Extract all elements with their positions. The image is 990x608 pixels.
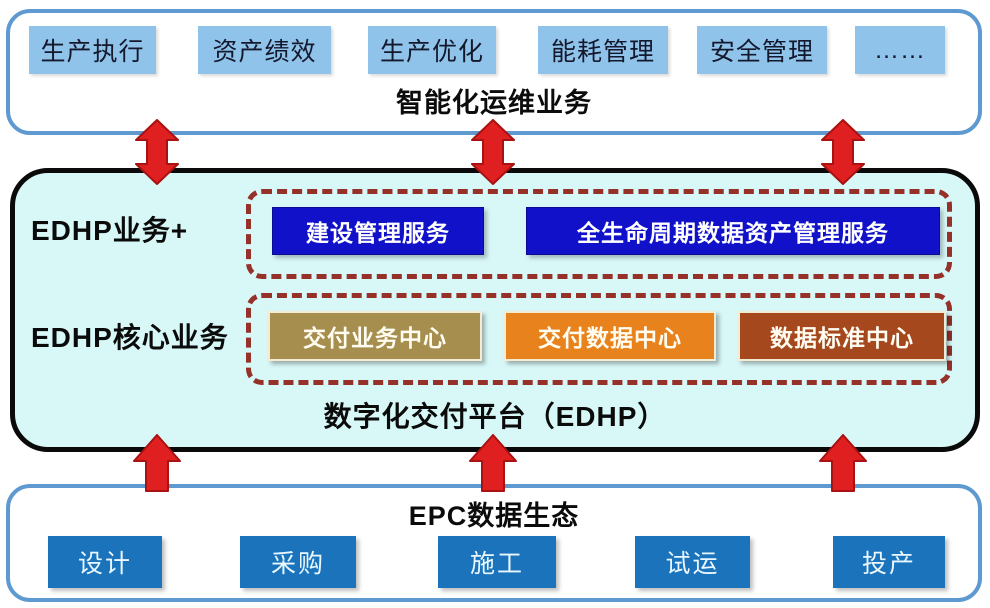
up-down-arrow-icon xyxy=(469,119,517,185)
edhp-business-plus-group: 建设管理服务 全生命周期数据资产管理服务 xyxy=(246,189,952,279)
edhp-core-business-label: EDHP核心业务 xyxy=(31,322,229,353)
epc-phase-box: 施工 xyxy=(438,536,556,588)
ops-business-box: 资产绩效 xyxy=(198,26,331,74)
epc-phase-box: 试运 xyxy=(635,536,750,588)
epc-ecosystem-panel: EPC数据生态 设计 采购 施工 试运 投产 xyxy=(6,484,982,602)
epc-ecosystem-title: EPC数据生态 xyxy=(408,501,580,531)
service-box: 建设管理服务 xyxy=(272,207,484,255)
ops-business-box: 生产执行 xyxy=(29,26,156,74)
ops-business-box: 安全管理 xyxy=(697,26,827,74)
center-box: 交付数据中心 xyxy=(504,311,716,361)
center-box: 数据标准中心 xyxy=(738,311,946,361)
up-down-arrow-icon xyxy=(133,119,181,185)
service-box: 全生命周期数据资产管理服务 xyxy=(526,207,940,255)
edhp-platform-panel: EDHP业务+ 建设管理服务 全生命周期数据资产管理服务 EDHP核心业务 交付… xyxy=(10,168,980,452)
ops-business-box-more: …… xyxy=(855,26,945,74)
epc-phase-box: 投产 xyxy=(833,536,945,588)
edhp-core-business-group: 交付业务中心 交付数据中心 数据标准中心 xyxy=(246,293,952,385)
intelligent-ops-caption: 智能化运维业务 xyxy=(396,88,592,118)
up-arrow-icon xyxy=(132,434,182,492)
ops-business-box: 生产优化 xyxy=(368,26,496,74)
epc-phase-box: 采购 xyxy=(240,536,356,588)
up-arrow-icon xyxy=(818,434,868,492)
center-box: 交付业务中心 xyxy=(268,311,482,361)
edhp-platform-caption: 数字化交付平台（EDHP） xyxy=(323,401,667,432)
up-down-arrow-icon xyxy=(819,119,867,185)
intelligent-ops-panel: 生产执行 资产绩效 生产优化 能耗管理 安全管理 …… 智能化运维业务 xyxy=(6,9,982,135)
ops-business-box: 能耗管理 xyxy=(538,26,668,74)
edhp-business-plus-label: EDHP业务+ xyxy=(31,215,189,246)
epc-phase-box: 设计 xyxy=(48,536,162,588)
up-arrow-icon xyxy=(468,434,518,492)
